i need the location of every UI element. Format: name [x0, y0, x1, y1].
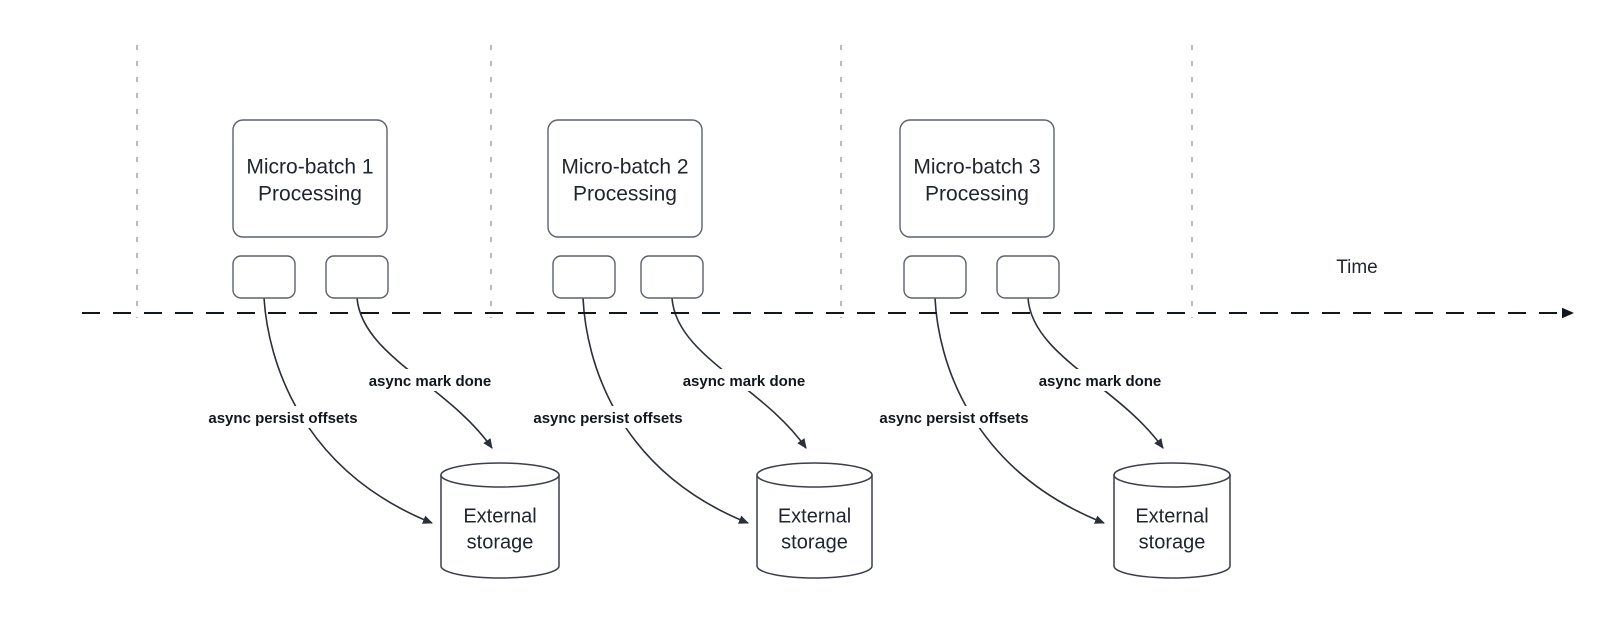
micro-batch-subtitle: Processing — [258, 183, 362, 206]
tick-box-markdone-3[interactable] — [996, 255, 1060, 299]
edge-persist-offsets-2-label: async persist offsets — [533, 410, 682, 427]
edge-persist-offsets-3-label-group: async persist offsets — [862, 406, 1046, 428]
external-storage-node[interactable]: External storage — [1113, 462, 1231, 579]
storage-cylinder-body[interactable] — [440, 474, 560, 579]
label-backplate — [1025, 369, 1175, 391]
edge-labels-group: async persist offsets async mark done asyn… — [191, 369, 1175, 428]
storage-title: External — [463, 506, 536, 528]
storage-subtitle: storage — [1139, 532, 1206, 554]
external-storage-node[interactable]: External storage — [440, 462, 560, 579]
edge-mark-done-2-label: async mark done — [683, 373, 806, 390]
edge-mark-done-1-label: async mark done — [369, 373, 492, 390]
micro-batch-node[interactable]: Micro-batch 1 Processing — [232, 119, 388, 238]
storage-cylinder-body[interactable] — [1113, 474, 1231, 579]
external-storage-node[interactable]: External storage — [756, 462, 873, 579]
storage-cylinder-top — [1113, 462, 1231, 488]
label-backplate — [669, 369, 819, 391]
micro-batch-title: Micro-batch 3 — [913, 156, 1040, 179]
tick-box-markdone-2[interactable] — [640, 255, 704, 299]
label-backplate — [355, 369, 505, 391]
micro-batch-box[interactable] — [899, 119, 1055, 238]
edge-mark-done-2-label-group: async mark done — [669, 369, 819, 391]
storage-cylinder-body[interactable] — [756, 474, 873, 579]
tick-box-persist-2[interactable] — [552, 255, 616, 299]
storage-title: External — [778, 506, 851, 528]
edge-persist-offsets-1-label: async persist offsets — [208, 410, 357, 427]
tick-box-persist-3[interactable] — [903, 255, 967, 299]
micro-batch-subtitle: Processing — [573, 183, 677, 206]
edge-persist-offsets-1-label-group: async persist offsets — [191, 406, 375, 428]
edge-mark-done-1-label-group: async mark done — [355, 369, 505, 391]
divider-lines-group — [136, 45, 1193, 318]
micro-batch-title: Micro-batch 1 — [246, 156, 373, 179]
timeline-axis-group: Time — [82, 257, 1574, 319]
micro-batch-title: Micro-batch 2 — [561, 156, 688, 179]
tick-box-persist-1[interactable] — [232, 255, 296, 299]
storage-subtitle: storage — [467, 532, 534, 554]
micro-batch-node[interactable]: Micro-batch 2 Processing — [547, 119, 703, 238]
label-backplate — [516, 406, 700, 428]
tick-box-markdone-1[interactable] — [325, 255, 389, 299]
storage-cylinder-top — [440, 462, 560, 488]
label-backplate — [862, 406, 1046, 428]
micro-batch-box[interactable] — [232, 119, 388, 238]
storage-title: External — [1135, 506, 1208, 528]
micro-batch-subtitle: Processing — [925, 183, 1029, 206]
micro-batch-box[interactable] — [547, 119, 703, 238]
edge-persist-offsets-3-label: async persist offsets — [879, 410, 1028, 427]
storage-subtitle: storage — [781, 532, 848, 554]
edge-persist-offsets-2-label-group: async persist offsets — [516, 406, 700, 428]
storage-cylinder-top — [756, 462, 873, 488]
label-backplate — [191, 406, 375, 428]
edge-mark-done-3-label: async mark done — [1039, 373, 1162, 390]
edge-mark-done-3-label-group: async mark done — [1025, 369, 1175, 391]
micro-batch-node[interactable]: Micro-batch 3 Processing — [899, 119, 1055, 238]
timeline-axis-label: Time — [1336, 257, 1378, 278]
